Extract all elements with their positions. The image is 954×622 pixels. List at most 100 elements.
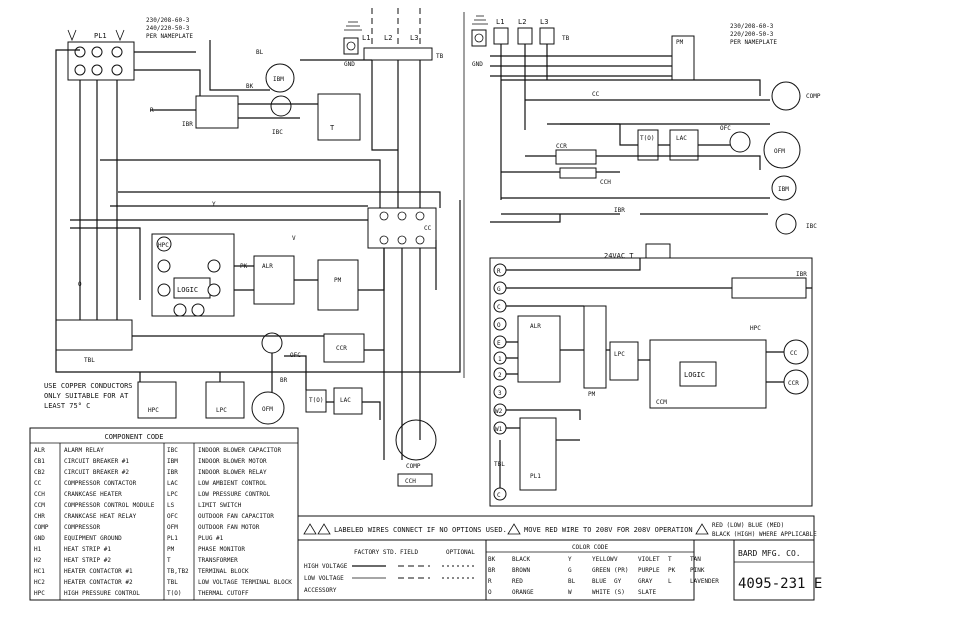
left-compressor bbox=[395, 419, 437, 461]
svg-text:ONLY SUITABLE FOR AT: ONLY SUITABLE FOR AT bbox=[44, 392, 129, 400]
svg-text:R: R bbox=[150, 107, 154, 114]
component-code-desc: EQUIPMENT GROUND bbox=[64, 535, 122, 542]
svg-text:L2: L2 bbox=[518, 18, 526, 26]
component-code-desc: COMPRESSOR CONTROL MODULE bbox=[64, 502, 155, 509]
component-code-abbr: CC bbox=[34, 480, 42, 487]
svg-text:L1: L1 bbox=[362, 34, 370, 42]
component-code-abbr: CCM bbox=[34, 502, 45, 509]
color-code-abbr: (PR) bbox=[614, 567, 628, 574]
component-code-abbr: H2 bbox=[34, 557, 42, 564]
right-compressor bbox=[771, 81, 801, 111]
color-code-abbr: GY bbox=[614, 578, 622, 585]
svg-text:TB: TB bbox=[562, 35, 570, 42]
component-code-abbr: CB1 bbox=[34, 458, 45, 465]
line-type-legend: FACTORY STD. FIELD OPTIONAL HIGH VOLTAGE… bbox=[297, 539, 487, 601]
svg-text:230/208-60-3: 230/208-60-3 bbox=[146, 17, 190, 24]
component-code-abbr: COMP bbox=[34, 524, 49, 531]
component-code-desc: INDOOR BLOWER CAPACITOR bbox=[198, 447, 281, 454]
svg-text:PK: PK bbox=[240, 263, 248, 270]
title-block: BARD MFG. CO. 4095-231 E bbox=[733, 539, 822, 601]
component-code-desc: CIRCUIT BREAKER #2 bbox=[64, 469, 129, 476]
component-code-abbr: T(O) bbox=[167, 590, 181, 597]
svg-text:L3: L3 bbox=[410, 34, 418, 42]
component-code-abbr: CB2 bbox=[34, 469, 45, 476]
svg-text:O: O bbox=[78, 281, 82, 288]
component-code-desc: INDOOR BLOWER MOTOR bbox=[198, 458, 267, 465]
component-code-abbr: HC1 bbox=[34, 568, 45, 575]
right-supply-lines: L1 L2 L3 TB bbox=[493, 18, 570, 45]
color-code-name: ORANGE bbox=[512, 589, 534, 596]
right-wiring bbox=[490, 44, 812, 488]
svg-text:PL1: PL1 bbox=[530, 473, 541, 480]
right-alarm-relay bbox=[517, 315, 561, 383]
right-ibr-relay bbox=[731, 277, 807, 299]
copper-conductor-note: USE COPPER CONDUCTORS ONLY SUITABLE FOR … bbox=[44, 382, 133, 410]
color-code-name: WHITE bbox=[592, 589, 610, 596]
component-code-desc: LIMIT SWITCH bbox=[198, 502, 242, 509]
left-thermal-cutoff bbox=[305, 389, 327, 413]
svg-text:CCM: CCM bbox=[656, 399, 667, 406]
color-code-abbr: G bbox=[568, 567, 572, 574]
left-ibm-motor bbox=[265, 63, 295, 93]
svg-text:PER NAMEPLATE: PER NAMEPLATE bbox=[146, 33, 193, 40]
component-code-abbr: PL1 bbox=[167, 535, 178, 542]
component-code-desc: LOW VOLTAGE TERMINAL BLOCK bbox=[198, 579, 292, 586]
color-code-abbr: T bbox=[668, 556, 672, 563]
component-code-abbr: LPC bbox=[167, 491, 178, 498]
component-code-abbr: TBL bbox=[167, 579, 178, 586]
svg-text:CCR: CCR bbox=[336, 345, 347, 352]
color-code-abbr: Y bbox=[568, 556, 572, 563]
right-ibc-capacitor bbox=[775, 213, 797, 235]
svg-text:LAC: LAC bbox=[340, 397, 351, 404]
left-crankcase-heat-relay bbox=[323, 333, 365, 363]
component-code-desc: HIGH PRESSURE CONTROL bbox=[64, 590, 140, 597]
svg-text:USE COPPER CONDUCTORS: USE COPPER CONDUCTORS bbox=[44, 382, 133, 390]
svg-text:IBR: IBR bbox=[614, 207, 625, 214]
color-code-abbr: W bbox=[568, 589, 572, 596]
svg-text:CCH: CCH bbox=[600, 179, 611, 186]
svg-text:HIGH VOLTAGE: HIGH VOLTAGE bbox=[304, 563, 348, 570]
svg-text:HPC: HPC bbox=[148, 407, 159, 414]
svg-text:230/208-60-3: 230/208-60-3 bbox=[730, 23, 774, 30]
component-code-desc: LOW AMBIENT CONTROL bbox=[198, 480, 267, 487]
left-wire-labels: R BK BL Y O BR PK V bbox=[78, 49, 296, 384]
color-code-abbr: BL bbox=[568, 578, 576, 585]
company-name: BARD MFG. CO. bbox=[738, 549, 801, 558]
svg-text:Y: Y bbox=[212, 201, 216, 208]
right-lpc-switch bbox=[609, 341, 639, 381]
left-ofm-motor bbox=[251, 391, 285, 425]
svg-text:T: T bbox=[330, 124, 335, 132]
svg-text:COMP: COMP bbox=[406, 463, 421, 470]
component-code-abbr: TB,TB2 bbox=[167, 568, 189, 575]
drawing-number: 4095-231 E bbox=[738, 576, 822, 592]
component-code-desc: LOW PRESSURE CONTROL bbox=[198, 491, 271, 498]
right-ground: GND bbox=[471, 15, 488, 68]
svg-text:PER NAMEPLATE: PER NAMEPLATE bbox=[730, 39, 777, 46]
component-code-desc: OUTDOOR FAN MOTOR bbox=[198, 524, 260, 531]
svg-text:LAC: LAC bbox=[676, 135, 687, 142]
svg-text:FACTORY STD.: FACTORY STD. bbox=[354, 549, 397, 556]
component-code-desc: HEAT STRIP #2 bbox=[64, 557, 111, 564]
left-compressor-contactor bbox=[367, 207, 437, 249]
component-code-desc: COMPRESSOR CONTACTOR bbox=[64, 480, 137, 487]
component-code-desc: HEATER CONTACTOR #2 bbox=[64, 579, 133, 586]
left-alarm-relay bbox=[253, 255, 295, 305]
color-code-name: PURPLE bbox=[638, 567, 660, 574]
component-code-desc: CIRCUIT BREAKER #1 bbox=[64, 458, 129, 465]
component-code-desc: COMPRESSOR bbox=[64, 524, 101, 531]
color-code-name: BROWN bbox=[512, 567, 530, 574]
note-black-high: BLACK (HIGH) WHERE APPLICABLE bbox=[712, 531, 817, 538]
left-transformer bbox=[317, 93, 361, 141]
component-code-abbr: H1 bbox=[34, 546, 42, 553]
svg-text:PM: PM bbox=[334, 277, 342, 284]
note-move-red: MOVE RED WIRE TO 208V FOR 208V OPERATION bbox=[524, 526, 693, 534]
svg-text:PM: PM bbox=[588, 391, 596, 398]
component-code-abbr: OFC bbox=[167, 513, 178, 520]
component-code-abbr: OFM bbox=[167, 524, 178, 531]
component-code-desc: INDOOR BLOWER RELAY bbox=[198, 469, 267, 476]
svg-text:IBC: IBC bbox=[806, 223, 817, 230]
component-code-desc: ALARM RELAY bbox=[64, 447, 104, 454]
